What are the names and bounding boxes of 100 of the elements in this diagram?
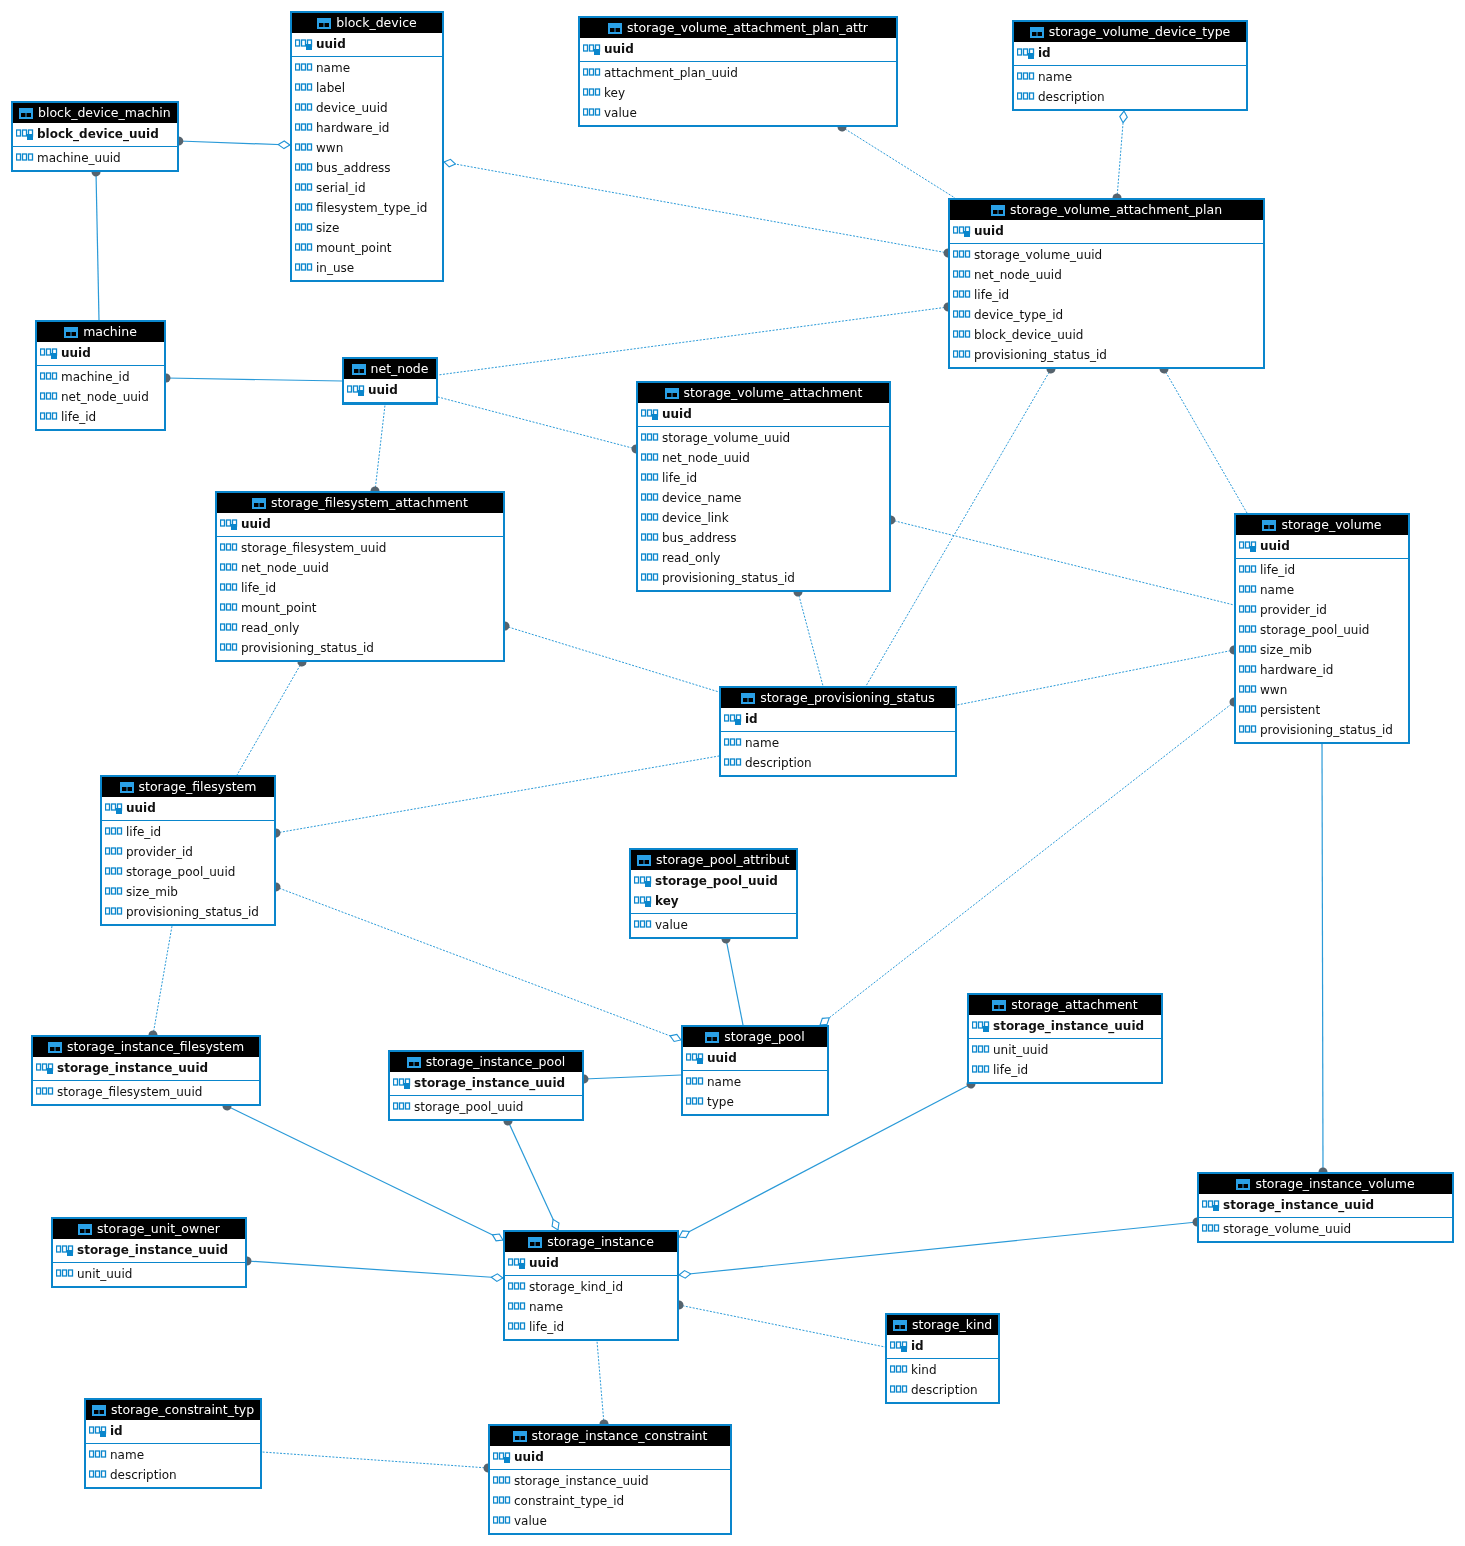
column-name: machine_uuid (37, 150, 121, 167)
key-column-name: uuid (61, 345, 91, 362)
table-box (84, 1398, 263, 1489)
table-name: block_device (336, 14, 417, 32)
column-name: life_id (993, 1062, 1029, 1079)
column-name: description (1038, 89, 1105, 106)
column-name: wwn (1260, 682, 1288, 699)
column-name: storage_instance_uuid (514, 1473, 649, 1490)
column-name: storage_pool_uuid (126, 864, 236, 881)
column-name: life_id (529, 1319, 565, 1336)
column-name: value (514, 1513, 547, 1530)
column-name: key (604, 85, 625, 102)
column-name: name (1038, 69, 1073, 86)
column-name: provider_id (1260, 602, 1327, 619)
column-name: storage_pool_uuid (414, 1099, 524, 1116)
table-name: storage_volume_device_type (1048, 23, 1231, 41)
table-name: storage_instance_constraint (531, 1427, 708, 1445)
column-name: size (316, 220, 340, 237)
column-name: name (316, 60, 351, 77)
table-name: storage_pool (724, 1028, 805, 1046)
key-column-name: uuid (368, 382, 398, 399)
column-name: filesystem_type_id (316, 200, 428, 217)
table-box (290, 11, 444, 282)
key-column-name: storage_pool_uuid (655, 873, 778, 891)
key-column-name: id (110, 1423, 123, 1440)
column-name: serial_id (316, 180, 366, 197)
key-column-name: uuid (604, 41, 634, 58)
column-name: hardware_id (316, 120, 390, 137)
column-name: value (655, 917, 688, 934)
column-name: value (604, 105, 637, 122)
column-name: provisioning_status_id (974, 347, 1107, 364)
column-name: read_only (241, 620, 300, 637)
column-name: mount_point (241, 600, 317, 617)
column-name: bus_address (316, 160, 391, 177)
table-box (503, 1230, 679, 1341)
key-column-name: id (1038, 45, 1051, 62)
table-box (967, 993, 1163, 1084)
key-column-name: uuid (662, 406, 692, 423)
table-box (35, 320, 166, 431)
table-box (885, 1313, 1001, 1404)
column-name: provider_id (126, 844, 193, 861)
column-name: device_link (662, 510, 729, 527)
table-box (578, 16, 898, 127)
table-name: storage_unit_owner (97, 1220, 220, 1238)
table-name: storage_volume_attachment_plan_attr (627, 19, 868, 37)
column-name: constraint_type_id (514, 1493, 625, 1510)
table-name: storage_volume (1281, 516, 1382, 534)
column-name: storage_volume_uuid (1223, 1221, 1352, 1238)
column-name: size_mib (126, 884, 178, 901)
column-name: storage_filesystem_uuid (241, 540, 387, 557)
column-name: life_id (974, 287, 1010, 304)
column-name: persistent (1260, 702, 1321, 719)
key-column-name: block_device_uuid (37, 126, 159, 144)
column-name: in_use (316, 260, 355, 277)
column-name: life_id (126, 824, 162, 841)
column-name: net_node_uuid (61, 389, 149, 406)
table-name: block_device_machin (38, 104, 171, 122)
table-box (488, 1424, 732, 1535)
column-name: type (707, 1094, 734, 1111)
table-box (681, 1025, 829, 1116)
column-name: storage_volume_uuid (974, 247, 1103, 264)
table-box (51, 1217, 247, 1288)
table-box (100, 775, 276, 926)
column-name: mount_point (316, 240, 392, 257)
column-name: provisioning_status_id (1260, 722, 1393, 739)
column-name: device_name (662, 490, 742, 507)
table-box (31, 1035, 261, 1106)
column-name: label (316, 80, 346, 97)
key-column-name: uuid (1260, 538, 1290, 555)
column-name: provisioning_status_id (241, 640, 374, 657)
table-box (1234, 513, 1410, 744)
column-name: life_id (61, 409, 97, 426)
table-name: storage_volume_attachment_plan (1009, 201, 1223, 219)
table-name: storage_instance (547, 1233, 654, 1251)
column-name: net_node_uuid (974, 267, 1062, 284)
column-name: net_node_uuid (241, 560, 329, 577)
column-name: life_id (1260, 562, 1296, 579)
column-name: name (529, 1299, 564, 1316)
table-box (215, 491, 505, 662)
table-box (636, 381, 891, 592)
column-name: life_id (662, 470, 698, 487)
column-name: name (1260, 582, 1295, 599)
table-name: machine (83, 323, 137, 341)
column-name: storage_pool_uuid (1260, 622, 1370, 639)
table-name: storage_constraint_typ (111, 1401, 255, 1419)
column-name: provisioning_status_id (126, 904, 259, 921)
column-name: name (745, 735, 780, 752)
key-column-name: uuid (529, 1255, 559, 1272)
table-name: storage_instance_filesystem (66, 1038, 245, 1056)
key-column-name: key (655, 893, 679, 910)
key-column-name: uuid (241, 516, 271, 533)
key-column-name: storage_instance_uuid (77, 1242, 229, 1260)
column-name: description (110, 1467, 177, 1484)
column-name: storage_filesystem_uuid (57, 1084, 203, 1101)
table-name: storage_attachment (1011, 996, 1138, 1014)
key-column-name: storage_instance_uuid (414, 1075, 566, 1093)
table-name: storage_volume_attachment (683, 384, 863, 402)
key-column-name: storage_instance_uuid (57, 1060, 209, 1078)
table-box (948, 198, 1265, 369)
table-box (629, 848, 798, 939)
